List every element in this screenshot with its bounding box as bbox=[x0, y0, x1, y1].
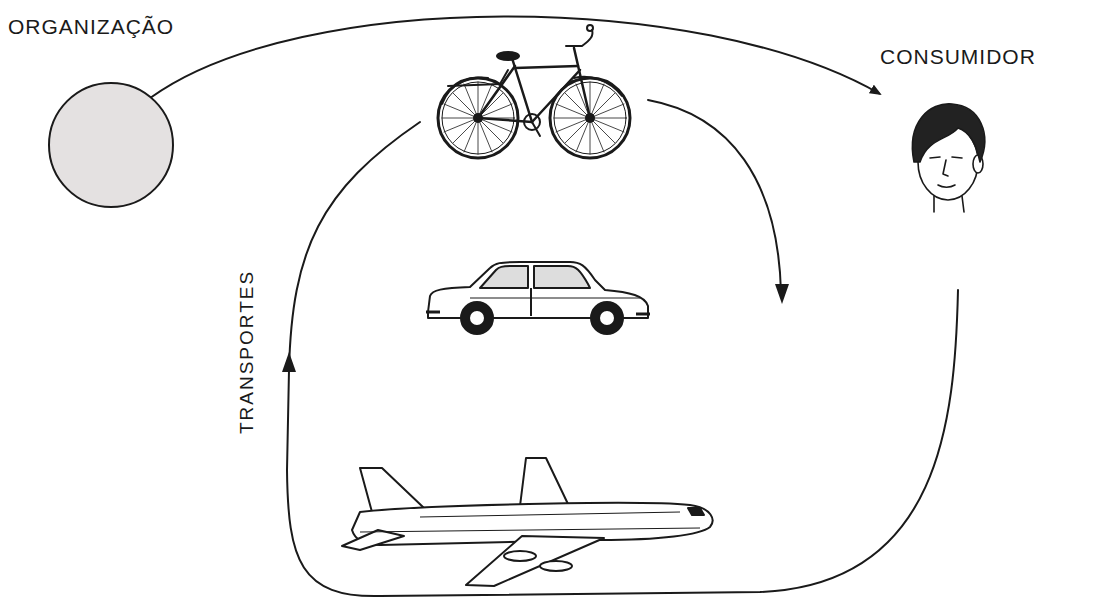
vertical-label: TRANSPORTES bbox=[236, 270, 258, 434]
consumer-head: CONSUMIDOR bbox=[880, 44, 1085, 214]
car-drawing bbox=[426, 262, 650, 334]
head-drawing bbox=[900, 100, 1000, 215]
bicycle-drawing bbox=[438, 25, 630, 158]
flow-arrow bbox=[151, 16, 880, 97]
node-label: ORGANIZAÇÃO bbox=[8, 14, 174, 40]
transport-loop-line bbox=[287, 122, 958, 596]
organization-circle: ORGANIZAÇÃO bbox=[8, 14, 208, 214]
circle-outline bbox=[49, 83, 173, 207]
circle-shape bbox=[46, 80, 176, 210]
arrow-head bbox=[282, 352, 296, 372]
arrow-head bbox=[775, 284, 789, 304]
node-label: CONSUMIDOR bbox=[880, 44, 1036, 70]
airplane-drawing bbox=[342, 458, 713, 586]
transport-loop-line bbox=[648, 100, 781, 292]
